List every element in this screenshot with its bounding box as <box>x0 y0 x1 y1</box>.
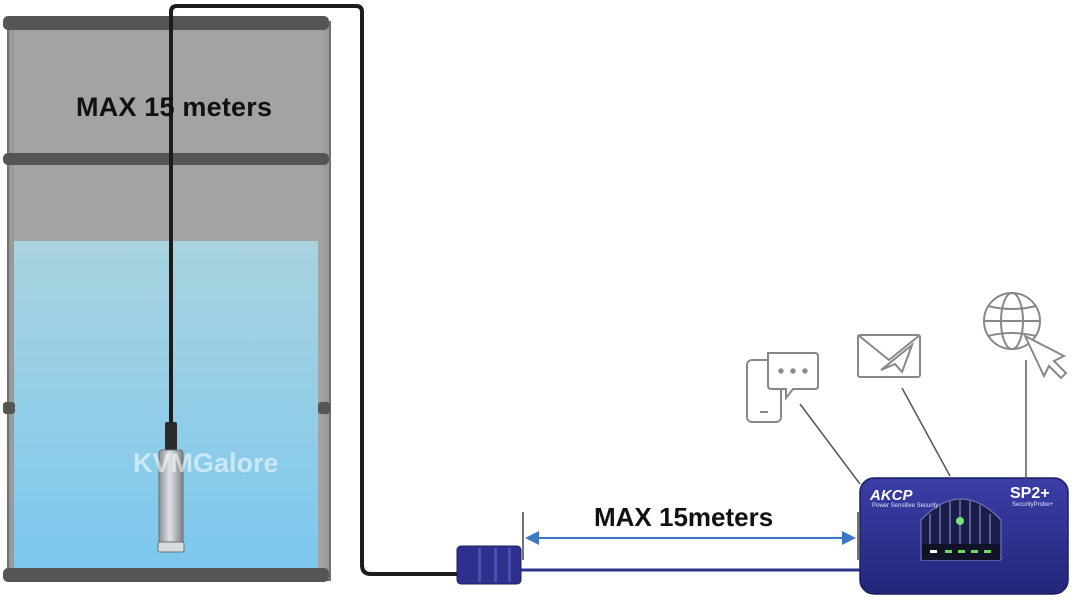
probe-connector <box>165 422 177 452</box>
email-icon <box>857 334 921 378</box>
tank-band-bottom <box>3 568 329 582</box>
tank-depth-label: MAX 15 meters <box>76 92 273 122</box>
device-vent-slats <box>929 498 991 546</box>
mobile-chat-icon <box>746 352 819 423</box>
level-probe <box>157 422 185 553</box>
dimension-arrowhead-left <box>525 531 539 545</box>
device-led-1 <box>930 550 937 553</box>
device-status-led <box>956 517 964 525</box>
adapter-ridge-3 <box>508 548 511 582</box>
device-led-3 <box>958 550 965 553</box>
device-model: SP2+ <box>1010 485 1050 502</box>
device-model-subtitle: SecurityProbe+ <box>1012 502 1054 508</box>
device-led-2 <box>945 550 952 553</box>
globe-cursor-icon <box>983 292 1068 380</box>
device-led-4 <box>971 550 978 553</box>
tank-clip-right <box>318 402 330 414</box>
akcp-sp2-device <box>859 477 1069 595</box>
tank-band-middle <box>3 153 329 165</box>
device-brand-tagline: Power Sensitive Security <box>872 503 939 509</box>
adapter-body <box>456 545 522 585</box>
watermark: KVMGalore <box>133 448 279 478</box>
distance-dimension <box>522 512 859 560</box>
sensor-cable <box>169 3 460 576</box>
adapter-ridge-1 <box>478 548 481 582</box>
device-led-5 <box>984 550 991 553</box>
cable-distance-label: MAX 15meters <box>594 502 774 532</box>
mobile-connector-line <box>799 403 861 485</box>
tank-band-top <box>3 16 329 30</box>
dimension-arrowhead-right <box>842 531 856 545</box>
cable-adapter <box>456 545 522 585</box>
email-connector-line <box>901 387 951 477</box>
probe-tip <box>157 541 185 553</box>
device-brand: AKCP <box>870 487 913 504</box>
adapter-ridge-2 <box>494 548 497 582</box>
tank-clip-left <box>3 402 15 414</box>
